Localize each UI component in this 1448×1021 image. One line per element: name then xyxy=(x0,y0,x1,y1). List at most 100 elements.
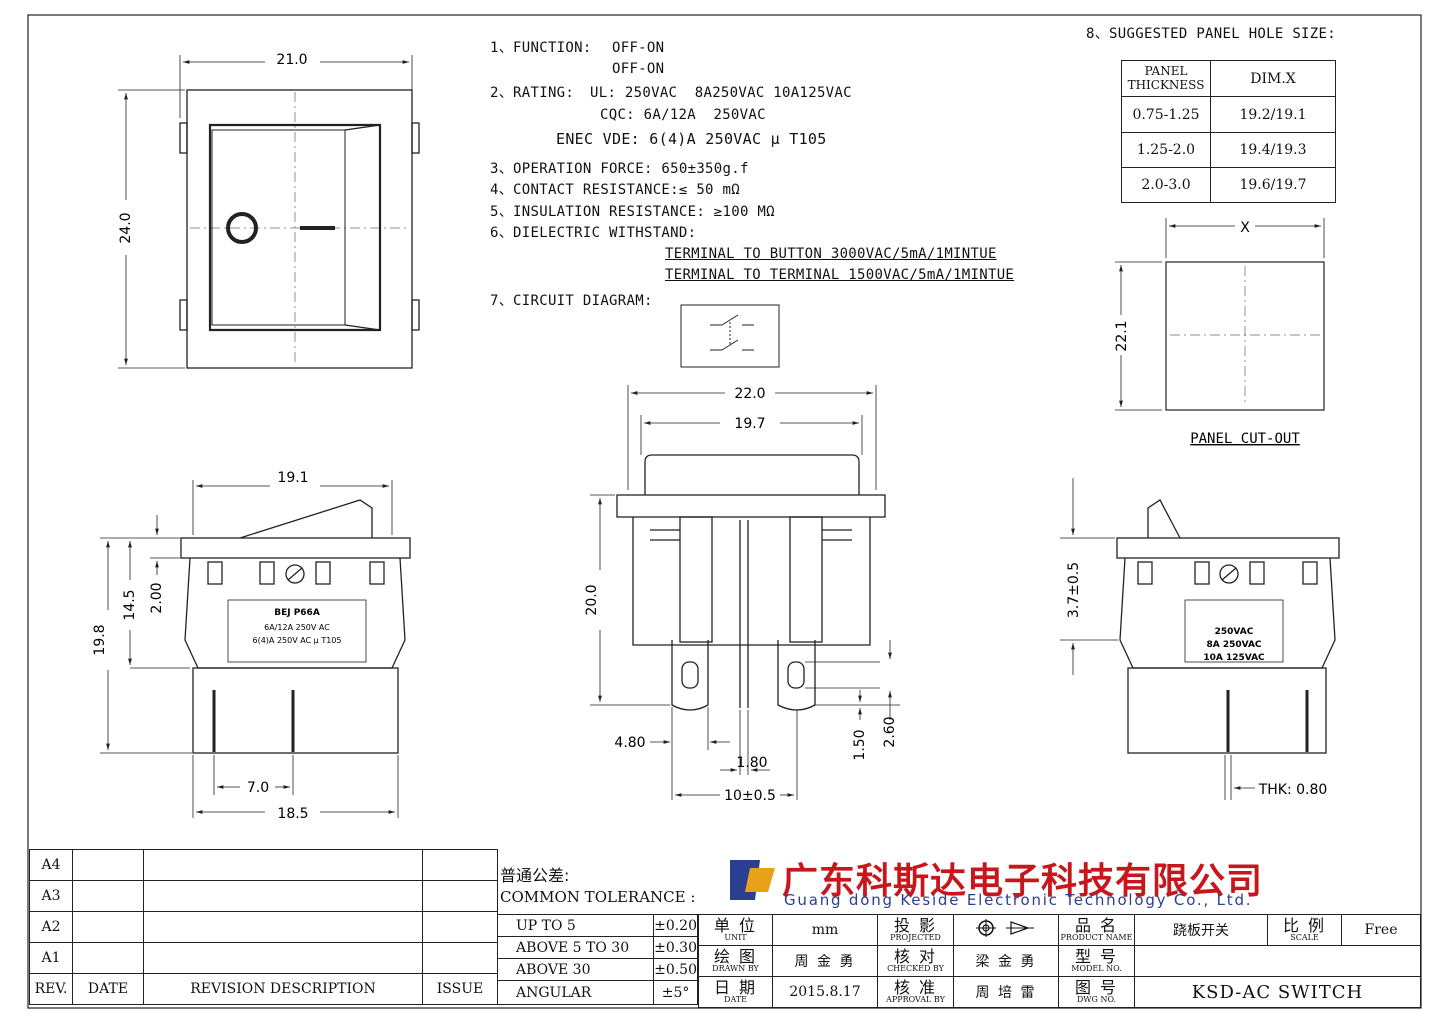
company-name-en: Guang dong Keside Electronic Technology … xyxy=(784,891,1253,909)
table-row: A4 xyxy=(29,849,498,881)
model-en: MODEL NO. xyxy=(1071,964,1122,973)
checked-value: 梁 金 勇 xyxy=(953,945,1059,977)
dim-front-hole: 1.50 xyxy=(852,729,868,760)
spec-dielectric-line1: TERMINAL TO BUTTON 3000VAC/5mA/1MINTUE xyxy=(665,246,997,262)
spec-dielectric-line2: TERMINAL TO TERMINAL 1500VAC/5mA/1MINTUE xyxy=(665,267,1015,283)
unit-en: UNIT xyxy=(724,933,747,942)
table-row: ANGULAR ±5° xyxy=(496,980,698,1005)
left-label-line2: 6(4)A 250V AC μ T105 xyxy=(253,636,342,645)
spec-rating-label: 2、RATING: xyxy=(490,85,575,101)
spec-rating-ul: UL: 250VAC 8A250VAC 10A125VAC xyxy=(590,85,852,101)
right-label-line3: 10A 125VAC xyxy=(1203,653,1265,663)
panel-table-cell: 19.2/19.1 xyxy=(1210,96,1336,133)
spec-dielectric-label: 6、DIELECTRIC WITHSTAND: xyxy=(490,225,697,241)
dim-left-base: 18.5 xyxy=(277,806,308,822)
approval-cn: 核 准 xyxy=(893,978,938,997)
panel-cutout-label: PANEL CUT-OUT xyxy=(1190,431,1300,447)
issue-header: ISSUE xyxy=(422,973,498,1005)
spec-panel-hole-title: 8、SUGGESTED PANEL HOLE SIZE: xyxy=(1086,26,1336,42)
dim-right-thk: THK: 0.80 xyxy=(1258,782,1328,798)
panel-table-header-thickness: PANEL THICKNESS xyxy=(1121,60,1211,97)
panel-table-cell: 0.75-1.25 xyxy=(1121,96,1211,133)
spec-contact-resistance: 4、CONTACT RESISTANCE:≤ 50 mΩ xyxy=(490,182,740,198)
spec-function-value-1: OFF-ON xyxy=(612,40,665,56)
model-cn: 型 号 xyxy=(1074,947,1119,966)
left-label-line1: 6A/12A 250V AC xyxy=(264,623,330,632)
spec-function-label: 1、FUNCTION: xyxy=(490,40,592,56)
tolerance-range: ANGULAR xyxy=(496,980,655,1005)
right-label-line1: 250VAC xyxy=(1215,627,1254,637)
rev-cell: A3 xyxy=(29,880,73,912)
dim-front-height: 20.0 xyxy=(584,584,600,615)
table-row: REV. DATE REVISION DESCRIPTION ISSUE xyxy=(29,973,498,1005)
dim-right-offset: 3.7±0.5 xyxy=(1066,562,1082,618)
dim-front-outer: 22.0 xyxy=(734,386,765,402)
company-name-cn: 广东科斯达电子科技有限公司 xyxy=(782,861,1264,902)
dwg-cn: 图 号 xyxy=(1074,978,1119,997)
checked-cn: 核 对 xyxy=(893,947,938,966)
sheet-border xyxy=(27,14,1422,1009)
product-cn: 品 名 xyxy=(1074,916,1119,935)
spec-operation-force: 3、OPERATION FORCE: 650±350g.f xyxy=(490,161,749,177)
model-value xyxy=(1134,945,1421,977)
tolerance-range: ABOVE 5 TO 30 xyxy=(496,936,655,959)
table-row: UP TO 5 ±0.20 xyxy=(496,914,698,937)
dim-left-total: 19.8 xyxy=(92,624,108,655)
projected-cn: 投 影 xyxy=(893,916,938,935)
tolerance-value: ±5° xyxy=(653,980,698,1005)
spec-rating-enec: ENEC VDE: 6(4)A 250VAC μ T105 xyxy=(556,130,827,148)
product-en: PRODUCT NAME xyxy=(1060,933,1133,942)
dim-left-offset: 2.00 xyxy=(149,582,165,613)
approval-value: 周 培 雷 xyxy=(953,976,1059,1008)
dim-front-tab: 4.80 xyxy=(614,735,645,751)
circuit-diagram xyxy=(680,304,780,368)
dwg-value: KSD-AC SWITCH xyxy=(1134,976,1421,1008)
right-side-view xyxy=(1060,478,1340,800)
spec-circuit-label: 7、CIRCUIT DIAGRAM: xyxy=(490,293,653,309)
dim-front-inner: 19.7 xyxy=(734,416,765,432)
dim-left-pin-spacing: 7.0 xyxy=(247,780,269,796)
table-row: A1 xyxy=(29,942,498,974)
tolerance-range: ABOVE 30 xyxy=(496,958,655,981)
table-row: ABOVE 30 ±0.50 xyxy=(496,958,698,981)
dim-left-top: 19.1 xyxy=(277,470,308,486)
table-row: ABOVE 5 TO 30 ±0.30 xyxy=(496,936,698,959)
date-cn: 日 期 xyxy=(713,978,758,997)
panel-height: 22.1 xyxy=(1114,320,1130,351)
left-label-brand: BEJ P66A xyxy=(274,608,320,618)
table-row: A2 xyxy=(29,911,498,943)
approval-en: APPROVAL BY xyxy=(886,995,945,1004)
tolerance-cn: 普通公差: xyxy=(500,866,570,885)
rev-header: REV. xyxy=(29,973,73,1005)
drawn-value: 周 金 勇 xyxy=(772,945,878,977)
date-value: 2015.8.17 xyxy=(772,976,878,1008)
scale-cn: 比 例 xyxy=(1282,916,1327,935)
spec-rating-cqc: CQC: 6A/12A 250VAC xyxy=(600,107,766,123)
top-view xyxy=(118,55,420,369)
panel-table-header-dim: DIM.X xyxy=(1210,60,1336,97)
revision-table: A4 A3 A2 A1 REV. DATE REVISION DESCRIPTI… xyxy=(29,849,498,1005)
dwg-en: DWG NO. xyxy=(1076,995,1117,1004)
dim-front-tab-width: 2.60 xyxy=(882,716,898,747)
table-row: 0.75-1.25 19.2/19.1 xyxy=(1121,96,1336,133)
scale-en: SCALE xyxy=(1290,933,1319,942)
rev-cell: A2 xyxy=(29,911,73,943)
panel-hole-table: PANEL THICKNESS DIM.X 0.75-1.25 19.2/19.… xyxy=(1121,60,1336,203)
tolerance-table: UP TO 5 ±0.20 ABOVE 5 TO 30 ±0.30 ABOVE … xyxy=(496,914,698,1005)
projection-symbol-icon xyxy=(976,919,1034,937)
tolerance-en: COMMON TOLERANCE : xyxy=(500,888,696,906)
spec-insulation-resistance: 5、INSULATION RESISTANCE: ≥100 MΩ xyxy=(490,204,775,220)
tolerance-value: ±0.20 xyxy=(653,914,698,937)
company-logo xyxy=(730,860,775,900)
table-row: 2.0-3.0 19.6/19.7 xyxy=(1121,167,1336,203)
dim-left-body: 14.5 xyxy=(122,589,138,620)
date-en: DATE xyxy=(724,995,747,1004)
rev-cell: A1 xyxy=(29,942,73,974)
projection-symbol xyxy=(953,914,1059,946)
checked-en: CHECKED BY xyxy=(887,964,944,973)
